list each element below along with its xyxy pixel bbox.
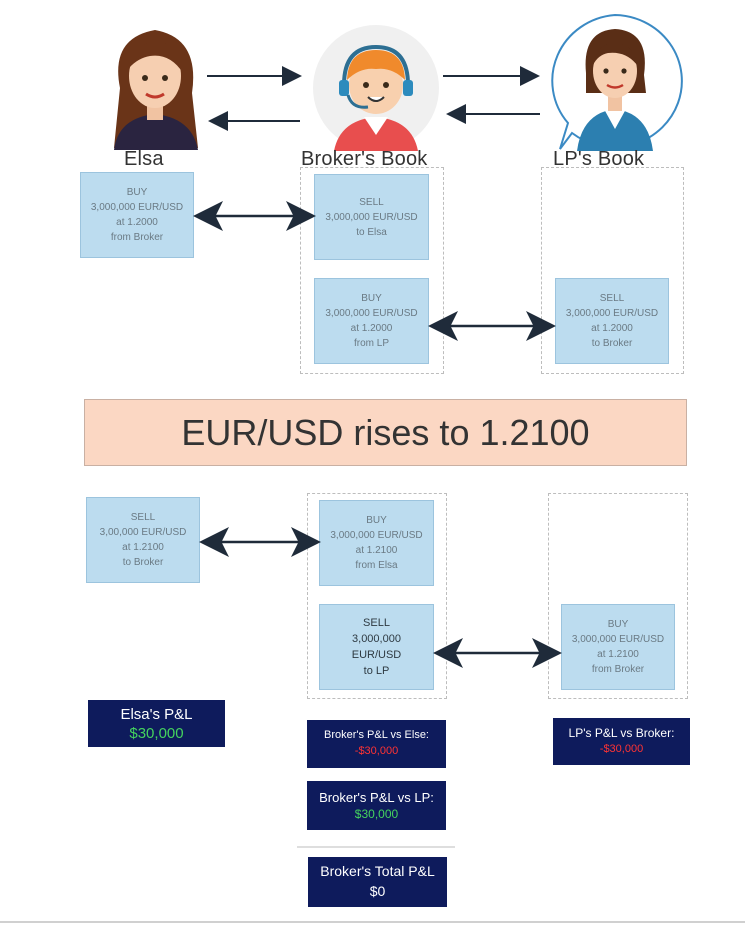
lp-book-label: LP's Book <box>553 148 645 170</box>
broker-total-pnl-box: Broker's Total P&L $0 <box>308 857 447 907</box>
broker-card-after-1: BUY 3,000,000 EUR/USD at 1.2100 from Els… <box>319 500 434 586</box>
broker-total-pnl-value: $0 <box>369 883 386 899</box>
lp-pnl-vs-broker-value: -$30,000 <box>599 743 644 755</box>
broker-avatar <box>313 25 439 151</box>
broker-book-frame-after <box>307 493 447 699</box>
rate-change-banner: EUR/USD rises to 1.2100 <box>84 399 687 466</box>
lp-pnl-vs-broker-box: LP's P&L vs Broker: -$30,000 <box>553 718 690 765</box>
lp-card-after: BUY 3,000,000 EUR/USD at 1.2100 from Bro… <box>561 604 675 690</box>
elsa-card-before: BUY 3,000,000 EUR/USD at 1.2000 from Bro… <box>80 172 194 258</box>
broker-total-pnl-title: Broker's Total P&L <box>320 863 435 879</box>
lp-book-frame-after <box>548 493 688 699</box>
lp-pnl-vs-broker-title: LP's P&L vs Broker: <box>568 726 675 740</box>
elsa-avatar <box>114 30 198 150</box>
lp-book-frame-before <box>541 167 684 374</box>
broker-pnl-vs-lp-box: Broker's P&L vs LP: $30,000 <box>307 781 446 830</box>
elsa-pnl-title: Elsa's P&L <box>120 706 193 723</box>
broker-pnl-vs-lp-value: $30,000 <box>354 807 399 821</box>
elsa-pnl-value: $30,000 <box>129 725 184 742</box>
broker-book-label: Broker's Book <box>301 148 428 170</box>
broker-pnl-vs-elsa-title: Broker's P&L vs Else: <box>323 729 429 741</box>
broker-book-frame-before <box>300 167 444 374</box>
broker-pnl-vs-elsa-box: Broker's P&L vs Else: -$30,000 <box>307 720 446 768</box>
broker-pnl-vs-lp-title: Broker's P&L vs LP: <box>319 790 434 805</box>
lp-card-before: SELL 3,000,000 EUR/USD at 1.2000 to Brok… <box>555 278 669 364</box>
broker-card-before-1: SELL 3,000,000 EUR/USD to Elsa <box>314 174 429 260</box>
lp-avatar <box>551 13 683 151</box>
top-arrows <box>207 66 540 131</box>
elsa-label: Elsa <box>124 148 164 170</box>
broker-pnl-vs-elsa-value: -$30,000 <box>354 745 399 757</box>
elsa-card-after: SELL 3,00,000 EUR/USD at 1.2100 to Broke… <box>86 497 200 583</box>
banner-text: EUR/USD rises to 1.2100 <box>181 411 590 453</box>
elsa-pnl-box: Elsa's P&L $30,000 <box>88 700 225 747</box>
broker-card-before-2: BUY 3,000,000 EUR/USD at 1.2000 from LP <box>314 278 429 364</box>
broker-card-after-2: SELL 3,000,000 EUR/USD to LP <box>319 604 434 690</box>
